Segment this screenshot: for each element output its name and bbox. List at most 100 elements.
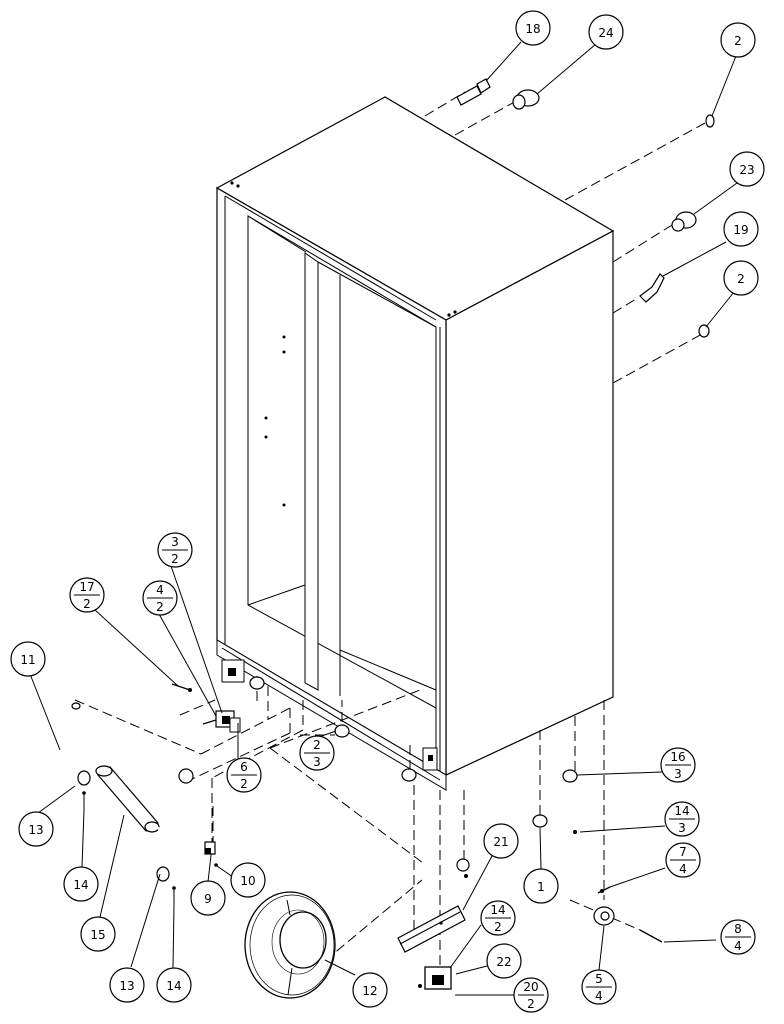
svg-text:10: 10: [240, 874, 255, 888]
callout-19[interactable]: 19: [723, 211, 759, 247]
svg-text:2: 2: [734, 34, 742, 48]
callout-11[interactable]: 11: [10, 641, 46, 677]
callout-2-top[interactable]: 2: [720, 22, 756, 58]
callout-13-left[interactable]: 13: [18, 811, 54, 847]
part-2-washer-mid: [698, 324, 710, 338]
svg-text:4: 4: [156, 583, 164, 597]
part-1-cap: [532, 814, 548, 828]
svg-text:13: 13: [119, 979, 134, 993]
callout-9[interactable]: 9: [190, 880, 226, 916]
part-6-cap: [249, 676, 265, 690]
callout-14-over-2[interactable]: 142: [480, 900, 516, 936]
callout-leaders: [29, 41, 738, 996]
svg-text:14: 14: [674, 804, 689, 818]
callout-24[interactable]: 24: [588, 14, 624, 50]
svg-text:18: 18: [525, 22, 540, 36]
svg-text:2: 2: [527, 997, 535, 1011]
svg-text:21: 21: [493, 835, 508, 849]
svg-text:4: 4: [679, 862, 687, 876]
part-clip-left: [178, 768, 194, 784]
part-2-washer-top: [705, 114, 715, 128]
callout-20-over-2[interactable]: 202: [513, 977, 549, 1013]
callout-13-right[interactable]: 13: [109, 967, 145, 1003]
callout-2-over-3[interactable]: 23: [299, 735, 335, 771]
part-8-pin: [639, 929, 663, 943]
callout-18[interactable]: 18: [515, 10, 551, 46]
part-cap-mid: [401, 768, 417, 782]
callout-22[interactable]: 22: [486, 943, 522, 979]
part-9-clip: [204, 841, 216, 855]
part-14-screw: [573, 830, 577, 834]
callout-14-right[interactable]: 14: [156, 967, 192, 1003]
callout-8-over-4[interactable]: 84: [720, 919, 756, 955]
part-7-bolt: [597, 886, 611, 894]
svg-text:12: 12: [362, 984, 377, 998]
part-23-cap: [671, 211, 697, 232]
part-15-condenser-tube: [95, 765, 177, 872]
callout-4-over-2[interactable]: 42: [142, 580, 178, 616]
callout-7-over-4[interactable]: 74: [665, 842, 701, 878]
part-11-drain-tube: [60, 702, 86, 772]
part-22-plate: [418, 966, 452, 990]
svg-text:19: 19: [733, 223, 748, 237]
callout-14-over-3[interactable]: 143: [664, 801, 700, 837]
svg-text:5: 5: [595, 972, 603, 986]
svg-text:14: 14: [166, 979, 181, 993]
part-2-cap: [334, 724, 350, 738]
svg-text:2: 2: [83, 597, 91, 611]
svg-text:4: 4: [595, 989, 603, 1003]
svg-text:2: 2: [737, 272, 745, 286]
callouts: 18 24 2 23 19 2 32 42 172 11 62 23 163 1…: [10, 10, 765, 1013]
part-12-wrap: [244, 891, 336, 999]
svg-text:2: 2: [171, 552, 179, 566]
svg-text:15: 15: [90, 928, 105, 942]
leader-lines: [74, 91, 706, 981]
callout-15[interactable]: 15: [80, 916, 116, 952]
part-hinge-bracket: [202, 710, 241, 733]
svg-text:4: 4: [734, 939, 742, 953]
cabinet: [215, 96, 615, 791]
callout-10[interactable]: 10: [230, 862, 266, 898]
svg-text:23: 23: [739, 163, 754, 177]
svg-text:1: 1: [537, 880, 545, 894]
svg-text:16: 16: [670, 750, 685, 764]
callout-23[interactable]: 23: [729, 151, 765, 187]
callout-5-over-4[interactable]: 54: [581, 969, 617, 1005]
part-21-bracket: [397, 905, 466, 953]
callout-1[interactable]: 1: [523, 868, 559, 904]
svg-text:6: 6: [240, 760, 248, 774]
part-5-wheel: [593, 906, 615, 926]
svg-text:7: 7: [679, 845, 687, 859]
svg-text:3: 3: [678, 821, 686, 835]
svg-text:9: 9: [204, 892, 212, 906]
callout-3-over-2[interactable]: 32: [157, 532, 193, 568]
callout-16-over-3[interactable]: 163: [660, 747, 696, 783]
svg-text:8: 8: [734, 922, 742, 936]
callout-2-mid[interactable]: 2: [723, 260, 759, 296]
part-17-screw: [171, 683, 192, 692]
svg-text:22: 22: [496, 955, 511, 969]
part-13-clamp-right: [156, 866, 176, 905]
callout-6-over-2[interactable]: 62: [226, 757, 262, 793]
callout-17-over-2[interactable]: 172: [69, 577, 105, 613]
part-24-cap: [512, 89, 540, 110]
svg-text:2: 2: [240, 777, 248, 791]
part-18-bolt: [456, 78, 491, 106]
callout-14-left[interactable]: 14: [63, 866, 99, 902]
part-10-screw: [214, 863, 218, 867]
svg-text:2: 2: [494, 920, 502, 934]
part-16-clip: [562, 769, 578, 783]
svg-text:3: 3: [313, 755, 321, 769]
svg-text:3: 3: [674, 767, 682, 781]
svg-text:24: 24: [598, 26, 613, 40]
svg-text:17: 17: [79, 580, 94, 594]
svg-text:13: 13: [28, 823, 43, 837]
svg-text:14: 14: [73, 878, 88, 892]
svg-text:11: 11: [20, 653, 35, 667]
svg-text:2: 2: [156, 600, 164, 614]
callout-12[interactable]: 12: [352, 972, 388, 1008]
svg-text:2: 2: [313, 738, 321, 752]
part-19-bracket: [639, 273, 665, 303]
svg-text:20: 20: [523, 980, 538, 994]
callout-21[interactable]: 21: [483, 823, 519, 859]
